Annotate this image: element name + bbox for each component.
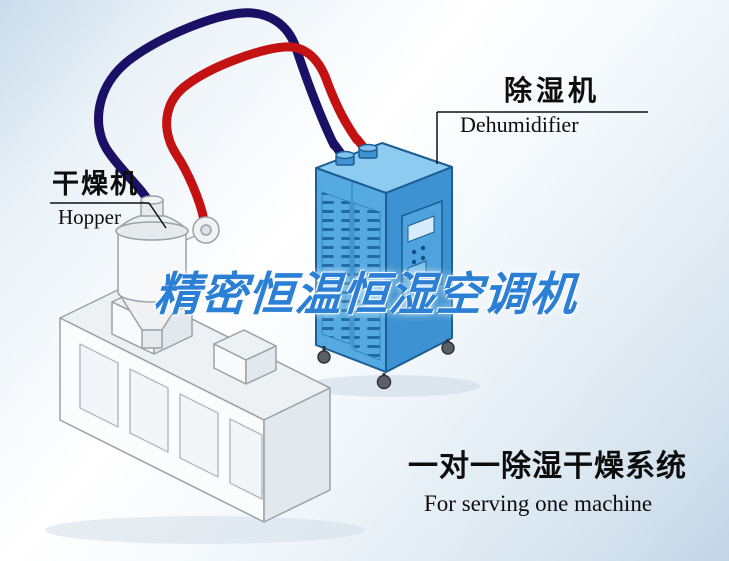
dry-air-hose-red (162, 42, 362, 225)
return-air-hose-navy (94, 8, 339, 211)
caption-title: 一对一除湿干燥系统 (408, 450, 687, 483)
floor-shadows (45, 375, 480, 544)
watermark-text: 精密恒温恒湿空调机 (152, 268, 580, 320)
caster-wheels (317, 339, 455, 390)
label-pointer-lines (50, 111, 648, 229)
hopper-illustration (115, 195, 220, 349)
louver-grille-right (353, 202, 381, 361)
louver-grille-left (321, 191, 351, 345)
dehumidifier-label-cn: 除湿机 (504, 75, 601, 106)
dehumidifier-label-en: Dehumidifier (460, 112, 579, 137)
dryer-label-cn: 干燥机 (52, 169, 139, 199)
dehumidifier-illustration (315, 134, 455, 390)
top-hose-ports (335, 143, 378, 166)
extruder-machine-illustration (59, 283, 331, 523)
control-panel (401, 199, 443, 302)
caption-subtitle: For serving one machine (424, 491, 653, 516)
dryer-label-en: Hopper (58, 205, 121, 229)
